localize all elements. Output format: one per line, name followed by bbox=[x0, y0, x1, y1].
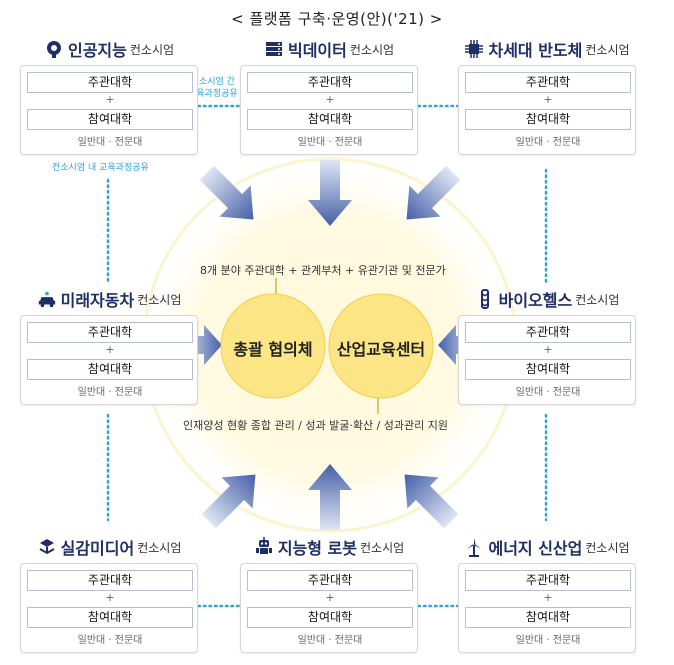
circle-industry-center bbox=[329, 294, 433, 398]
chip-icon bbox=[464, 39, 484, 59]
arrow-top-center bbox=[308, 160, 352, 226]
node-future-car: 미래자동차 컨소시엄 주관대학 + 참여대학 일반대 · 전문대 bbox=[20, 284, 198, 405]
arrow-middle-left bbox=[182, 325, 222, 365]
circle-overlap-outline bbox=[220, 293, 326, 399]
ai-gear-head-icon bbox=[44, 39, 64, 59]
university-types: 일반대 · 전문대 bbox=[515, 387, 581, 398]
university-types: 일반대 · 전문대 bbox=[77, 387, 143, 398]
arrow-bottom-right bbox=[404, 474, 459, 529]
lead-university-box: 주관대학 bbox=[27, 570, 193, 591]
university-types: 일반대 · 전문대 bbox=[77, 137, 143, 148]
robot-icon bbox=[254, 537, 274, 557]
consortium-card: 주관대학 + 참여대학 일반대 · 전문대 bbox=[20, 315, 198, 405]
node-immersive-media: 실감미디어 컨소시엄 주관대학 + 참여대학 일반대 · 전문대 bbox=[20, 532, 198, 653]
partner-university-box: 참여대학 bbox=[465, 109, 631, 130]
lead-university-box: 주관대학 bbox=[465, 570, 631, 591]
consortium-card: 주관대학 + 참여대학 일반대 · 전문대 bbox=[240, 65, 418, 155]
university-types: 일반대 · 전문대 bbox=[515, 137, 581, 148]
lead-university-box: 주관대학 bbox=[247, 570, 413, 591]
consortium-card: 주관대학 + 참여대학 일반대 · 전문대 bbox=[458, 315, 636, 405]
arrow-bottom-center bbox=[308, 464, 352, 530]
partner-university-box: 참여대학 bbox=[465, 359, 631, 380]
partner-university-box: 참여대학 bbox=[27, 607, 193, 628]
node-new-energy: 에너지 신산업 컨소시엄 주관대학 + 참여대학 일반대 · 전문대 bbox=[458, 532, 636, 653]
lead-university-box: 주관대학 bbox=[465, 322, 631, 343]
partner-university-box: 참여대학 bbox=[27, 359, 193, 380]
university-types: 일반대 · 전문대 bbox=[297, 635, 363, 646]
partner-university-box: 참여대학 bbox=[247, 607, 413, 628]
lead-university-box: 주관대학 bbox=[27, 322, 193, 343]
partner-university-box: 참여대학 bbox=[27, 109, 193, 130]
consortium-card: 주관대학 + 참여대학 일반대 · 전문대 bbox=[458, 65, 636, 155]
industry-center-label: 산업교육센터 bbox=[336, 340, 426, 359]
consortium-card: 주관대학 + 참여대학 일반대 · 전문대 bbox=[240, 563, 418, 653]
lead-university-box: 주관대학 bbox=[247, 72, 413, 93]
note-within-consortium: 컨소시엄 내 교육과정공유 bbox=[52, 163, 149, 173]
note-between-consortia: 컨소시엄 간 교육과정공유 bbox=[188, 77, 238, 99]
university-types: 일반대 · 전문대 bbox=[297, 137, 363, 148]
lead-university-box: 주관대학 bbox=[465, 72, 631, 93]
vr-hand-icon bbox=[37, 537, 57, 557]
node-ai: 인공지능 컨소시엄 주관대학 + 참여대학 일반대 · 전문대 bbox=[20, 34, 198, 155]
lead-university-box: 주관대학 bbox=[27, 72, 193, 93]
circle-general-council bbox=[221, 294, 325, 398]
partner-university-box: 참여대학 bbox=[465, 607, 631, 628]
wind-turbine-icon bbox=[464, 537, 484, 557]
university-types: 일반대 · 전문대 bbox=[515, 635, 581, 646]
general-council-label: 총괄 협의체 bbox=[233, 340, 313, 359]
consortium-card: 주관대학 + 참여대학 일반대 · 전문대 bbox=[458, 563, 636, 653]
dotted-connectors bbox=[106, 104, 548, 608]
arrow-bottom-left bbox=[201, 474, 256, 529]
partner-university-box: 참여대학 bbox=[247, 109, 413, 130]
diagram-title: < 플랫폼 구축·운영(안)('21) > bbox=[231, 10, 443, 28]
node-semiconductor: 차세대 반도체 컨소시엄 주관대학 + 참여대학 일반대 · 전문대 bbox=[458, 34, 636, 155]
bottom-caption: 인재양성 현황 종합 관리 / 성과 발굴·확산 / 성과관리 지원 bbox=[183, 419, 449, 432]
consortium-card: 주관대학 + 참여대학 일반대 · 전문대 bbox=[20, 65, 198, 155]
arrow-top-left bbox=[199, 165, 254, 220]
dna-tube-icon bbox=[475, 289, 495, 309]
arrow-top-right bbox=[406, 165, 461, 220]
consortium-card: 주관대학 + 참여대학 일반대 · 전문대 bbox=[20, 563, 198, 653]
car-icon bbox=[37, 289, 57, 309]
node-intelligent-robot: 지능형 로봇 컨소시엄 주관대학 + 참여대학 일반대 · 전문대 bbox=[240, 532, 418, 653]
node-biohealth: 바이오헬스 컨소시엄 주관대학 + 참여대학 일반대 · 전문대 bbox=[458, 284, 636, 405]
top-caption: 8개 분야 주관대학 + 관계부처 + 유관기관 및 전문가 bbox=[200, 264, 446, 277]
node-bigdata: 빅데이터 컨소시엄 주관대학 + 참여대학 일반대 · 전문대 bbox=[240, 34, 418, 155]
university-types: 일반대 · 전문대 bbox=[77, 635, 143, 646]
server-stack-icon bbox=[264, 39, 284, 59]
